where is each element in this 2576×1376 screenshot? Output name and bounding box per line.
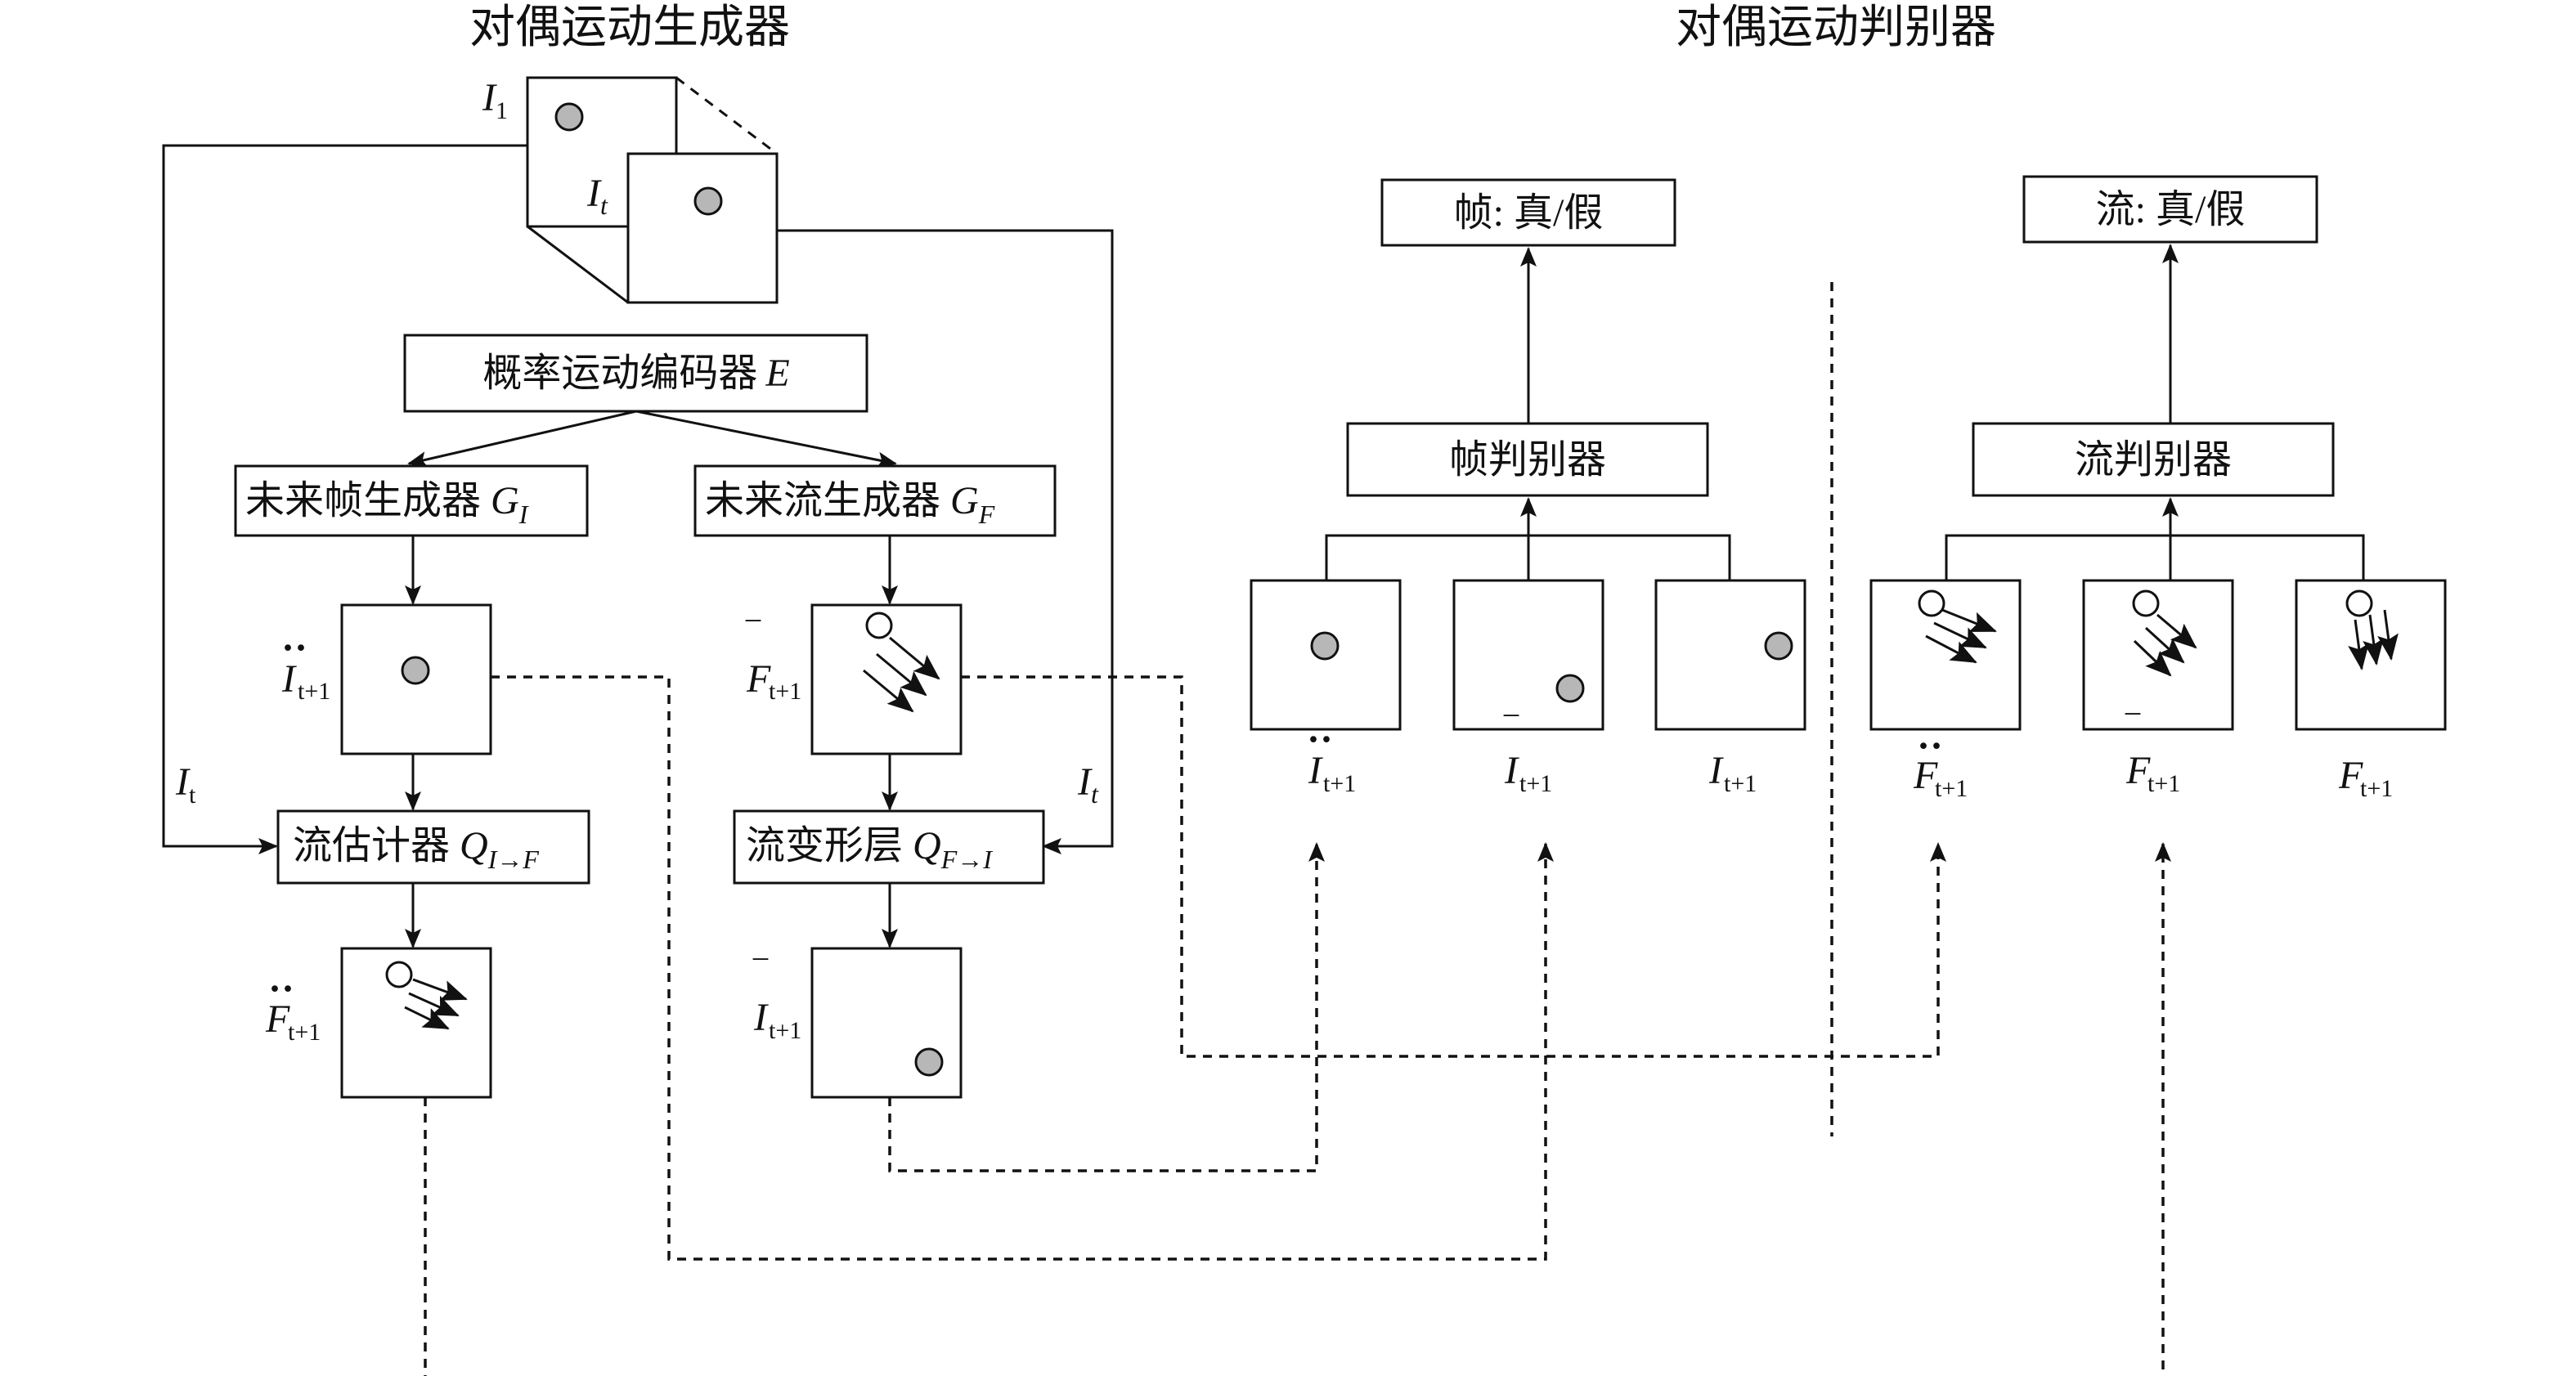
frame-disc-input-1 bbox=[1250, 579, 1402, 731]
flow-warp-box bbox=[733, 809, 1045, 885]
svg-text:F: F bbox=[2338, 754, 2363, 797]
label-flow-disc-3: F t+1 bbox=[2338, 754, 2393, 802]
flow-output-box bbox=[2022, 175, 2318, 244]
flow-disc-input-2-icon bbox=[2132, 589, 2197, 677]
flow-output-label: 流: 真/假 bbox=[2096, 188, 2246, 231]
svg-text:‾: ‾ bbox=[1503, 711, 1519, 755]
svg-text:t+1: t+1 bbox=[769, 1017, 801, 1044]
flow-disc-input-1-icon bbox=[1918, 589, 1997, 664]
input-frame-it bbox=[626, 152, 779, 304]
dashed-frame-to-disc bbox=[491, 675, 1554, 1261]
generated-frame-dot bbox=[401, 656, 430, 685]
svg-text:F: F bbox=[2125, 749, 2151, 792]
svg-text:t+1: t+1 bbox=[1519, 770, 1552, 797]
label-frame-disc-2: ‾ I t+1 bbox=[1503, 711, 1552, 797]
svg-text:I: I bbox=[1708, 749, 1724, 792]
svg-text:I: I bbox=[753, 996, 769, 1039]
frame-disc-input-1-dot bbox=[1310, 631, 1340, 661]
label-flow-disc-2: ‾ F t+1 bbox=[2125, 710, 2180, 797]
label-frame-disc-1: ·· I t+1 bbox=[1307, 718, 1356, 797]
svg-text:t+1: t+1 bbox=[1724, 770, 1757, 797]
generated-flow-icon bbox=[863, 612, 940, 713]
input-frame-i1-dot bbox=[554, 102, 584, 132]
flow-discriminator-box bbox=[1972, 422, 2335, 497]
future-frame-generator-box bbox=[234, 464, 589, 537]
label-flow-disc-1: ·· F t+1 bbox=[1913, 724, 1968, 802]
label-warped-frame: ‾ I t+1 bbox=[752, 955, 801, 1044]
input-frame-it-dot bbox=[693, 186, 723, 216]
svg-text:··: ·· bbox=[268, 967, 294, 1011]
label-it-left: It bbox=[175, 760, 196, 809]
dashed-flow-to-disc bbox=[961, 675, 1946, 1058]
label-generated-flow: ‾ F t+1 bbox=[745, 616, 801, 705]
future-flow-generator-box bbox=[693, 464, 1057, 537]
label-frame-disc-3: I t+1 bbox=[1708, 749, 1757, 797]
warped-frame-box bbox=[810, 947, 963, 1099]
svg-text:··: ·· bbox=[1307, 718, 1333, 761]
input-frames: I1 It bbox=[482, 76, 779, 304]
label-generated-frame: I ·· t+1 bbox=[281, 626, 330, 705]
connector-i1-to-flow-estimator bbox=[162, 144, 527, 854]
svg-text:‾: ‾ bbox=[745, 616, 761, 660]
flow-disc-input-1 bbox=[1869, 579, 2022, 731]
svg-text:I: I bbox=[1308, 749, 1323, 792]
svg-text:I: I bbox=[281, 657, 297, 701]
svg-text:t+1: t+1 bbox=[1935, 775, 1968, 802]
svg-text:‾: ‾ bbox=[752, 955, 769, 998]
estimated-flow-icon bbox=[385, 961, 468, 1030]
flow-disc-input-3-icon bbox=[2345, 589, 2399, 670]
svg-text:t+1: t+1 bbox=[769, 678, 801, 705]
frame-output-box bbox=[1380, 178, 1676, 247]
estimated-flow-box bbox=[340, 947, 492, 1099]
svg-text:F: F bbox=[265, 997, 290, 1041]
dashed-warped-frame-to-disc bbox=[888, 842, 1325, 1172]
svg-text:t+1: t+1 bbox=[2360, 775, 2393, 802]
label-i1: I1 bbox=[482, 76, 508, 124]
frame-disc-input-2-dot bbox=[1555, 674, 1585, 703]
svg-text:F: F bbox=[1913, 754, 1938, 797]
warped-frame-dot bbox=[914, 1047, 944, 1077]
svg-text:t+1: t+1 bbox=[1323, 770, 1356, 797]
frame-discriminator-label: 帧判别器 bbox=[1449, 438, 1606, 482]
generator-title: 对偶运动生成器 bbox=[469, 2, 790, 53]
connector-it-to-flow-warp bbox=[777, 229, 1114, 854]
flow-estimator-box bbox=[276, 809, 590, 885]
flow-discriminator-label: 流判别器 bbox=[2075, 438, 2232, 482]
svg-text:t+1: t+1 bbox=[288, 1019, 321, 1046]
svg-text:··: ·· bbox=[1917, 724, 1943, 768]
svg-text:t+1: t+1 bbox=[2147, 770, 2180, 797]
label-estimated-flow: ·· F t+1 bbox=[265, 967, 321, 1046]
label-it-right: It bbox=[1077, 760, 1099, 809]
svg-text:‾: ‾ bbox=[2125, 710, 2141, 753]
frame-disc-input-3-dot bbox=[1764, 631, 1793, 661]
dashed-estimated-flow-to-disc bbox=[424, 842, 2171, 1376]
svg-text:F: F bbox=[746, 657, 771, 701]
discriminator-title: 对偶运动判别器 bbox=[1676, 2, 1996, 53]
frame-discriminator-box bbox=[1346, 422, 1709, 497]
svg-text:I: I bbox=[1504, 749, 1519, 792]
svg-text:t+1: t+1 bbox=[298, 678, 330, 705]
frame-output-label: 帧: 真/假 bbox=[1454, 191, 1604, 235]
label-it-input: It bbox=[586, 172, 608, 220]
svg-text:··: ·· bbox=[281, 626, 307, 670]
frame-disc-input-2 bbox=[1452, 579, 1604, 731]
encoder-box bbox=[403, 334, 868, 413]
